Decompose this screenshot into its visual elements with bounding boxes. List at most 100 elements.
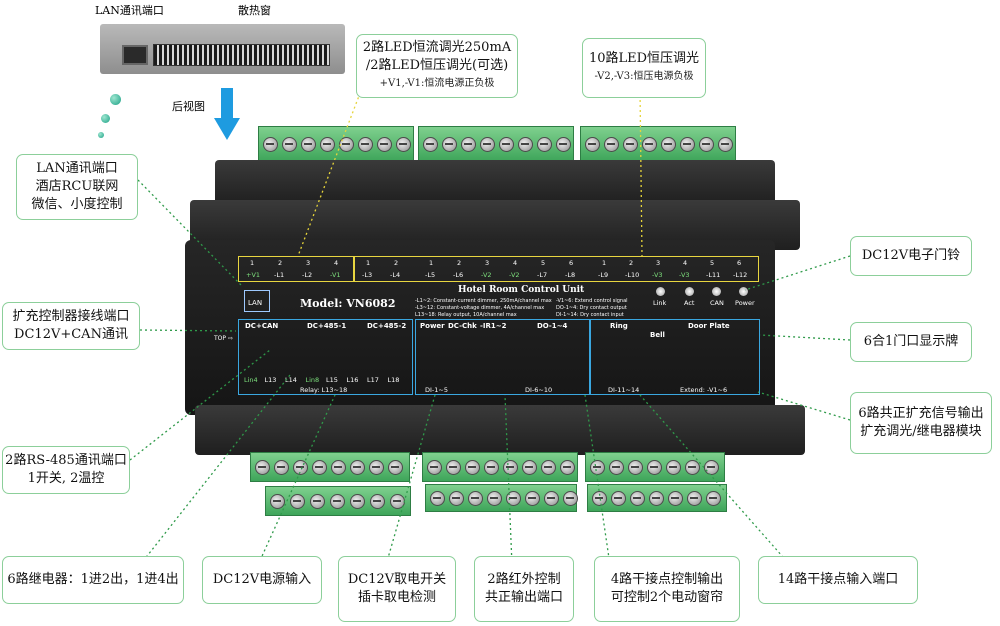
di-caption-2: DI-6~10 (525, 386, 553, 394)
terminal-screw (427, 460, 442, 475)
callout-led-cc-line1: 2路LED恒流调光250mA (362, 40, 512, 55)
top-terminal-number: 4 (513, 259, 518, 267)
device-body (185, 240, 775, 415)
terminal-screw (442, 137, 457, 152)
terminal-screw (330, 494, 345, 509)
callout-rs485-line1: 2路RS-485通讯端口 (5, 453, 127, 468)
led-cc-highlight (238, 256, 354, 282)
model-label: Model: VN6082 (300, 297, 396, 310)
terminal-screw (685, 460, 700, 475)
link-led (656, 287, 665, 296)
terminal-screw (668, 491, 683, 506)
top-terminal-label: -L11 (706, 271, 721, 279)
callout-card-line2: 插卡取电检测 (357, 590, 436, 605)
terminal-screw (350, 494, 365, 509)
terminal-screw (369, 460, 384, 475)
decor-dot-large (110, 94, 121, 105)
top-terminal-number: 6 (569, 259, 574, 267)
top-terminal-number: 2 (394, 259, 399, 267)
top-terminal-number: 2 (278, 259, 283, 267)
callout-relay-line1: 6路继电器：1进2出，1进4出 (7, 572, 179, 587)
callout-lan-line2: 酒店RCU联网 (35, 179, 119, 194)
terminal-screw (312, 460, 327, 475)
top-terminal-number: 4 (334, 259, 339, 267)
down-arrow-icon (214, 88, 240, 140)
relay-terminal-label: L14 (285, 376, 297, 384)
terminal-screw (331, 460, 346, 475)
relay-terminal-label: L15 (326, 376, 338, 384)
top-terminal-number: 3 (485, 259, 490, 267)
callout-dry-in-line1: 14路干接点输入端口 (777, 572, 899, 587)
top-terminal-number: 1 (602, 259, 607, 267)
terminal-screw (423, 137, 438, 152)
bottom-section-header: Door Plate (688, 322, 730, 330)
callout-led-cc: 2路LED恒流调光250mA /2路LED恒压调光(可选) +V1,-V1:恒流… (356, 34, 518, 98)
terminal-screw (396, 137, 411, 152)
terminal-screw (270, 494, 285, 509)
vent-window-image (153, 44, 330, 66)
top-terminal-label: -V3 (652, 271, 663, 279)
terminal-screw (449, 491, 464, 506)
note-4: -V1~6: Extend control signal (556, 298, 628, 304)
lan-top-label: LAN通讯端口 (95, 4, 164, 17)
io-block-outline-2 (590, 319, 760, 395)
callout-led-cc-line2: /2路LED恒压调光(可选) (365, 58, 509, 73)
bottom-section-header: Bell (650, 331, 665, 339)
relay-terminal-label: L13 (264, 376, 277, 384)
act-led (685, 287, 694, 296)
top-terminal-label: -L3 (362, 271, 373, 279)
terminal-screw (560, 460, 575, 475)
callout-expand: 扩充控制器接线端口 DC12V+CAN通讯 (2, 302, 140, 350)
relay-caption: Relay: L13~18 (300, 386, 348, 394)
terminal-screw (290, 494, 305, 509)
vent-label: 散热窗 (238, 4, 271, 17)
terminal-screw (370, 494, 385, 509)
led-cv-highlight (354, 256, 759, 282)
top-terminal-number: 5 (710, 259, 715, 267)
terminal-screw (544, 491, 559, 506)
terminal-screw (585, 137, 600, 152)
can-led-label: CAN (710, 299, 724, 307)
top-terminal-label: -V2 (509, 271, 520, 279)
callout-dry-out-line1: 4路干接点控制输出 (610, 572, 724, 587)
callout-dry-in: 14路干接点输入端口 (758, 556, 918, 604)
terminal-screw (358, 137, 373, 152)
terminal-screw (499, 137, 514, 152)
terminal-screw (666, 460, 681, 475)
top-terminal-number: 1 (366, 259, 371, 267)
terminal-screw (592, 491, 607, 506)
terminal-screw (465, 460, 480, 475)
decor-dot-medium (101, 114, 110, 123)
act-led-label: Act (684, 299, 695, 307)
terminal-screw (255, 460, 270, 475)
comm-block-outline (238, 319, 413, 395)
terminal-screw (461, 137, 476, 152)
callout-dry-out-line2: 可控制2个电动窗帘 (610, 590, 724, 605)
callout-dry-out: 4路干接点控制输出 可控制2个电动窗帘 (594, 556, 740, 622)
callout-extend: 6路共正扩充信号输出 扩充调光/继电器模块 (850, 392, 992, 454)
callout-card-line1: DC12V取电开关 (347, 572, 447, 587)
lan-port-image (122, 45, 148, 65)
top-terminal-label: -V3 (679, 271, 690, 279)
callout-power-line1: DC12V电源输入 (212, 572, 312, 587)
terminal-screw (388, 460, 403, 475)
rear-view-label: 后视图 (172, 100, 205, 113)
arrow-right-icon: ⇨ (227, 335, 233, 342)
top-terminal-label: -L7 (537, 271, 548, 279)
device-top-shell (215, 160, 775, 205)
top-terminal-label: +V1 (246, 271, 261, 279)
di-caption-1: DI-1~5 (425, 386, 448, 394)
note-3: L13~18: Relay output, 10A/channel max (415, 312, 517, 318)
device-bottom-shell (195, 405, 805, 455)
terminal-screw (611, 491, 626, 506)
terminal-screw (430, 491, 445, 506)
callout-rs485: 2路RS-485通讯端口 1开关, 2温控 (2, 446, 130, 494)
terminal-screw (274, 460, 289, 475)
bottom-section-header: Ring (610, 322, 628, 330)
terminal-screw (590, 460, 605, 475)
top-terminal-number: 2 (629, 259, 634, 267)
terminal-screw (704, 460, 719, 475)
callout-ir-line2: 共正输出端口 (484, 590, 563, 605)
top-terminal-label: -V1 (330, 271, 341, 279)
callout-bell-line1: DC12V电子门铃 (861, 248, 961, 263)
